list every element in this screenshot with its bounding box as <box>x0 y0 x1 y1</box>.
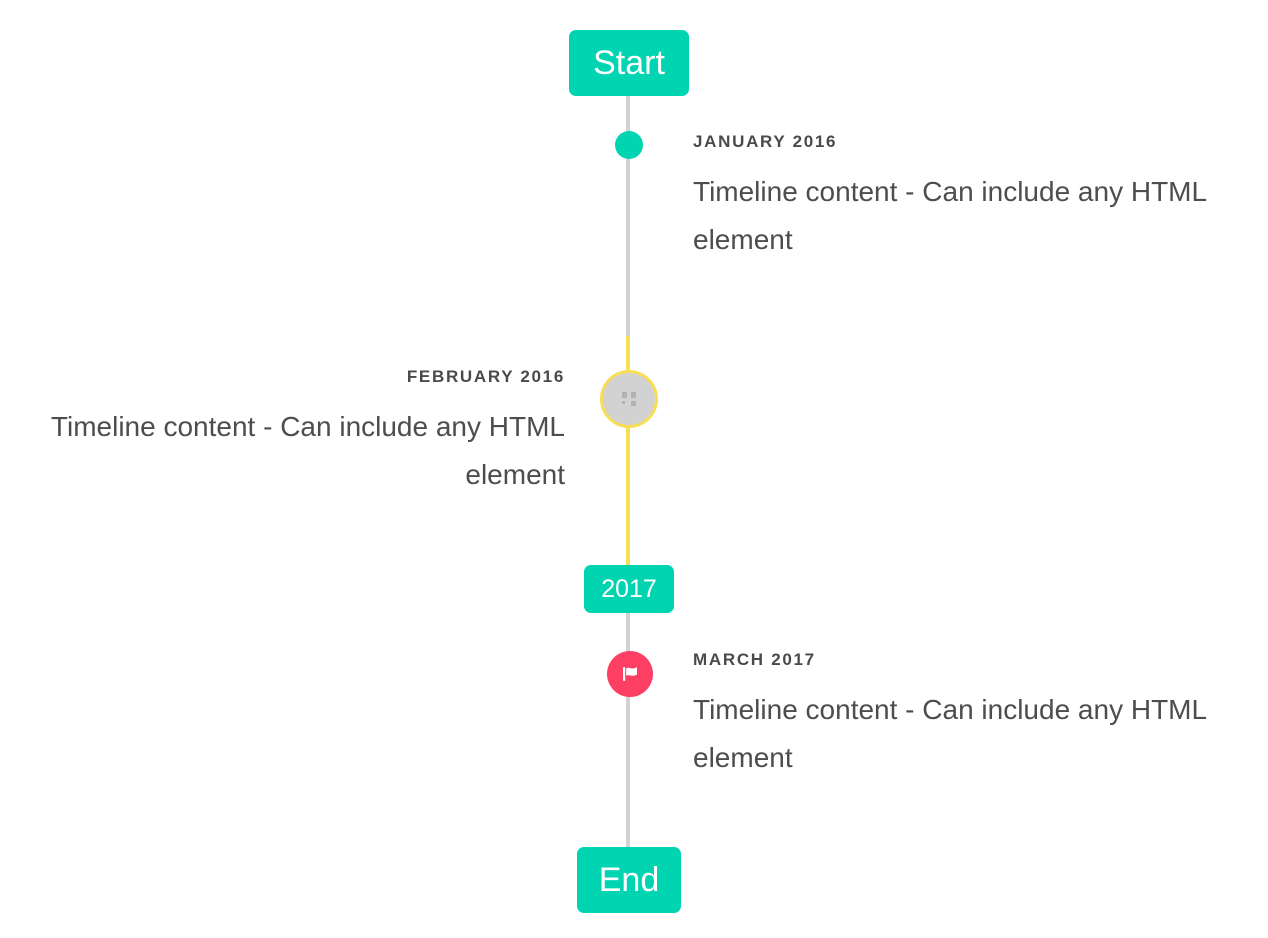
timeline-entry-content: Timeline content - Can include any HTML … <box>693 693 1207 773</box>
timeline-entry-content: Timeline content - Can include any HTML … <box>50 410 565 490</box>
timeline-entry-february: FEBRUARY 2016 Timeline content - Can inc… <box>42 367 565 499</box>
timeline-end-badge[interactable]: End <box>577 847 681 913</box>
timeline-spine-segment-gray-top <box>626 88 630 338</box>
timeline-spine-segment-gray-bottom <box>626 608 630 853</box>
timeline-marker-flag-icon[interactable] <box>607 651 653 697</box>
timeline-entry-march: MARCH 2017 Timeline content - Can includ… <box>693 650 1218 782</box>
timeline-entry-date: MARCH 2017 <box>693 650 816 669</box>
timeline-year-badge[interactable]: 2017 <box>584 565 674 613</box>
timeline-marker-broken-image-icon[interactable] <box>600 370 658 428</box>
timeline-entry-january: JANUARY 2016 Timeline content - Can incl… <box>693 132 1218 264</box>
timeline-marker-dot-icon[interactable] <box>615 131 643 159</box>
timeline-entry-date: JANUARY 2016 <box>693 132 838 151</box>
timeline-entry-content: Timeline content - Can include any HTML … <box>693 175 1207 255</box>
timeline-spine-segment-yellow <box>626 336 630 572</box>
timeline-start-badge[interactable]: Start <box>569 30 689 96</box>
timeline-entry-date: FEBRUARY 2016 <box>406 367 565 386</box>
broken-image-icon <box>622 392 636 406</box>
flag-icon <box>623 667 637 681</box>
